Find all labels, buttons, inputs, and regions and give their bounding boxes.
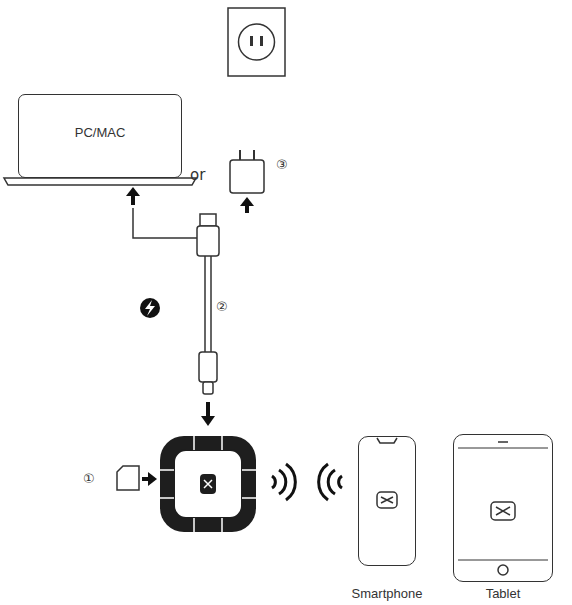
cable (210, 256, 212, 352)
adapter-prong (253, 150, 255, 160)
power-adapter (230, 160, 264, 193)
cable-branch (133, 208, 197, 238)
callout-number: ③ (276, 157, 288, 172)
wifi-wave (272, 476, 275, 488)
node-label: Tablet (424, 586, 572, 601)
arrow-head (148, 472, 157, 486)
laptop-screen: PC/MAC (18, 94, 182, 178)
sd-card (117, 466, 139, 490)
usb-plug (199, 352, 217, 382)
callout-number: ② (216, 299, 228, 314)
smartphone: Smartphone (358, 436, 416, 566)
usb-c-tip (203, 382, 213, 394)
arrow-head (240, 197, 254, 206)
tablet-bezel (458, 448, 548, 449)
arrow-head (201, 416, 215, 426)
wifi-wave (319, 464, 328, 500)
outlet-socket (239, 24, 275, 60)
device-face (174, 450, 242, 518)
app-logo-mark (381, 497, 393, 503)
callout-number: ① (83, 471, 95, 486)
node-label: Smartphone (329, 586, 445, 601)
tablet-camera (498, 441, 508, 443)
tablet-bezel (458, 560, 548, 561)
outlet-slot (250, 36, 253, 46)
device-body (160, 436, 256, 532)
home-button (498, 565, 508, 575)
wifi-wave (339, 476, 342, 488)
app-logo (491, 502, 515, 520)
wifi-wave (279, 470, 286, 494)
wifi-wave (328, 470, 335, 494)
app-logo (377, 492, 397, 508)
lightning-bolt (145, 300, 155, 316)
usb-a-tip (200, 214, 216, 226)
node-label: PC/MAC (0, 125, 211, 140)
usb-plug (197, 226, 219, 256)
adapter-prong (239, 150, 241, 160)
device-logo-mark (204, 480, 212, 488)
wall-outlet (228, 8, 285, 76)
cable (204, 256, 206, 352)
phone-notch (377, 438, 397, 443)
laptop-base (4, 178, 196, 185)
device-grip (160, 436, 256, 532)
wifi-wave (286, 464, 295, 500)
arrow-head (126, 187, 140, 196)
or-text: or (190, 166, 205, 184)
app-logo-mark (496, 507, 510, 515)
device-logo (200, 474, 216, 494)
tablet: Tablet (453, 434, 553, 582)
arrow-shaft (206, 402, 210, 418)
charging-symbol (140, 298, 160, 318)
outlet-slot (260, 36, 263, 46)
